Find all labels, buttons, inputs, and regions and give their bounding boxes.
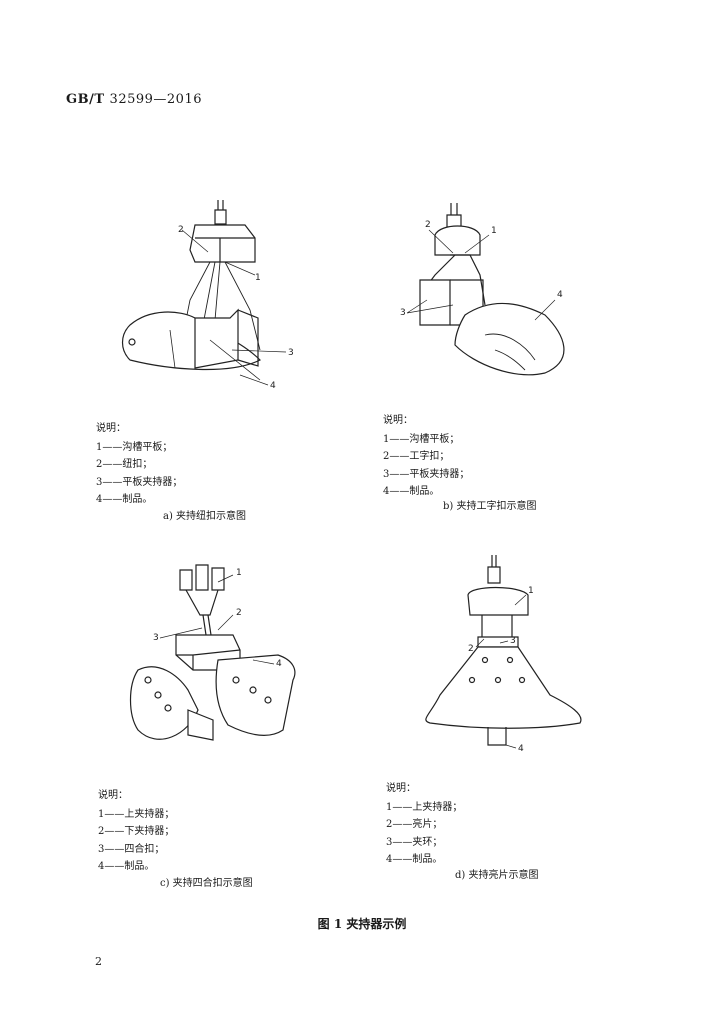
legend-title: 说明： — [386, 783, 416, 794]
callout-a-2: 2 — [178, 225, 184, 235]
legend-item: 4——制品。 — [383, 486, 440, 497]
legend-item: 1——上夹持器； — [386, 801, 463, 813]
callout-c-4: 4 — [276, 659, 282, 669]
legend-item: 4——制品。 — [386, 854, 443, 865]
callout-b-1: 1 — [491, 226, 497, 236]
legend-b: 说明： 1——沟槽平板； 2——工字扣； 3——平板夹持器； 4——制品。 — [383, 412, 469, 501]
legend-item: 3——平板夹持器； — [96, 476, 183, 488]
subtitle-d: d) 夹持亮片示意图 — [455, 870, 539, 881]
callout-a-4: 4 — [270, 381, 276, 391]
legend-item: 2——纽扣； — [96, 459, 153, 470]
subtitle-a: a) 夹持纽扣示意图 — [163, 511, 247, 522]
figure-b-illustration: 2 1 3 4 — [395, 195, 585, 390]
subtitle-b: b) 夹持工字扣示意图 — [443, 501, 537, 512]
figure-c-illustration: 1 2 3 4 — [118, 560, 318, 760]
legend-item: 2——工字扣； — [383, 451, 450, 462]
legend-title: 说明： — [98, 790, 128, 801]
legend-item: 3——四合扣； — [98, 843, 165, 855]
callout-c-2: 2 — [236, 608, 242, 618]
callout-d-3: 3 — [510, 636, 516, 646]
callout-b-4: 4 — [557, 290, 563, 300]
legend-a: 说明： 1——沟槽平板； 2——纽扣； 3——平板夹持器； 4——制品。 — [96, 420, 182, 509]
figure-d-illustration: 1 2 3 4 — [420, 555, 590, 755]
legend-item: 3——平板夹持器； — [383, 468, 470, 480]
callout-d-4: 4 — [518, 744, 524, 754]
callout-b-3: 3 — [400, 308, 406, 318]
legend-item: 1——沟槽平板； — [383, 433, 460, 445]
legend-item: 1——上夹持器； — [98, 808, 175, 820]
legend-item: 4——制品。 — [98, 861, 155, 872]
legend-item: 3——夹环； — [386, 836, 443, 848]
standard-header: GB/T 32599—2016 — [66, 92, 202, 107]
callout-d-2: 2 — [468, 644, 474, 654]
legend-item: 4——制品。 — [96, 494, 153, 505]
figure-caption: 图 1 夹持器示例 — [317, 917, 407, 931]
legend-item: 2——下夹持器； — [98, 826, 175, 837]
callout-b-2: 2 — [425, 220, 431, 230]
standard-code: GB/T — [66, 92, 105, 107]
legend-d: 说明： 1——上夹持器； 2——亮片； 3——夹环； 4——制品。 — [386, 780, 462, 869]
legend-title: 说明： — [96, 423, 126, 434]
callout-d-1: 1 — [528, 586, 534, 596]
subtitle-c: c) 夹持四合扣示意图 — [160, 878, 253, 889]
standard-number: 32599—2016 — [109, 92, 202, 107]
callout-a-3: 3 — [288, 348, 294, 358]
legend-title: 说明： — [383, 415, 413, 426]
figure-a-illustration: 2 1 3 4 — [110, 190, 300, 395]
legend-item: 2——亮片； — [386, 819, 443, 830]
legend-c: 说明： 1——上夹持器； 2——下夹持器； 3——四合扣； 4——制品。 — [98, 787, 174, 876]
callout-c-3: 3 — [153, 633, 159, 643]
page-number: 2 — [95, 955, 102, 968]
callout-c-1: 1 — [236, 568, 242, 578]
legend-item: 1——沟槽平板； — [96, 441, 173, 453]
callout-a-1: 1 — [255, 273, 261, 283]
